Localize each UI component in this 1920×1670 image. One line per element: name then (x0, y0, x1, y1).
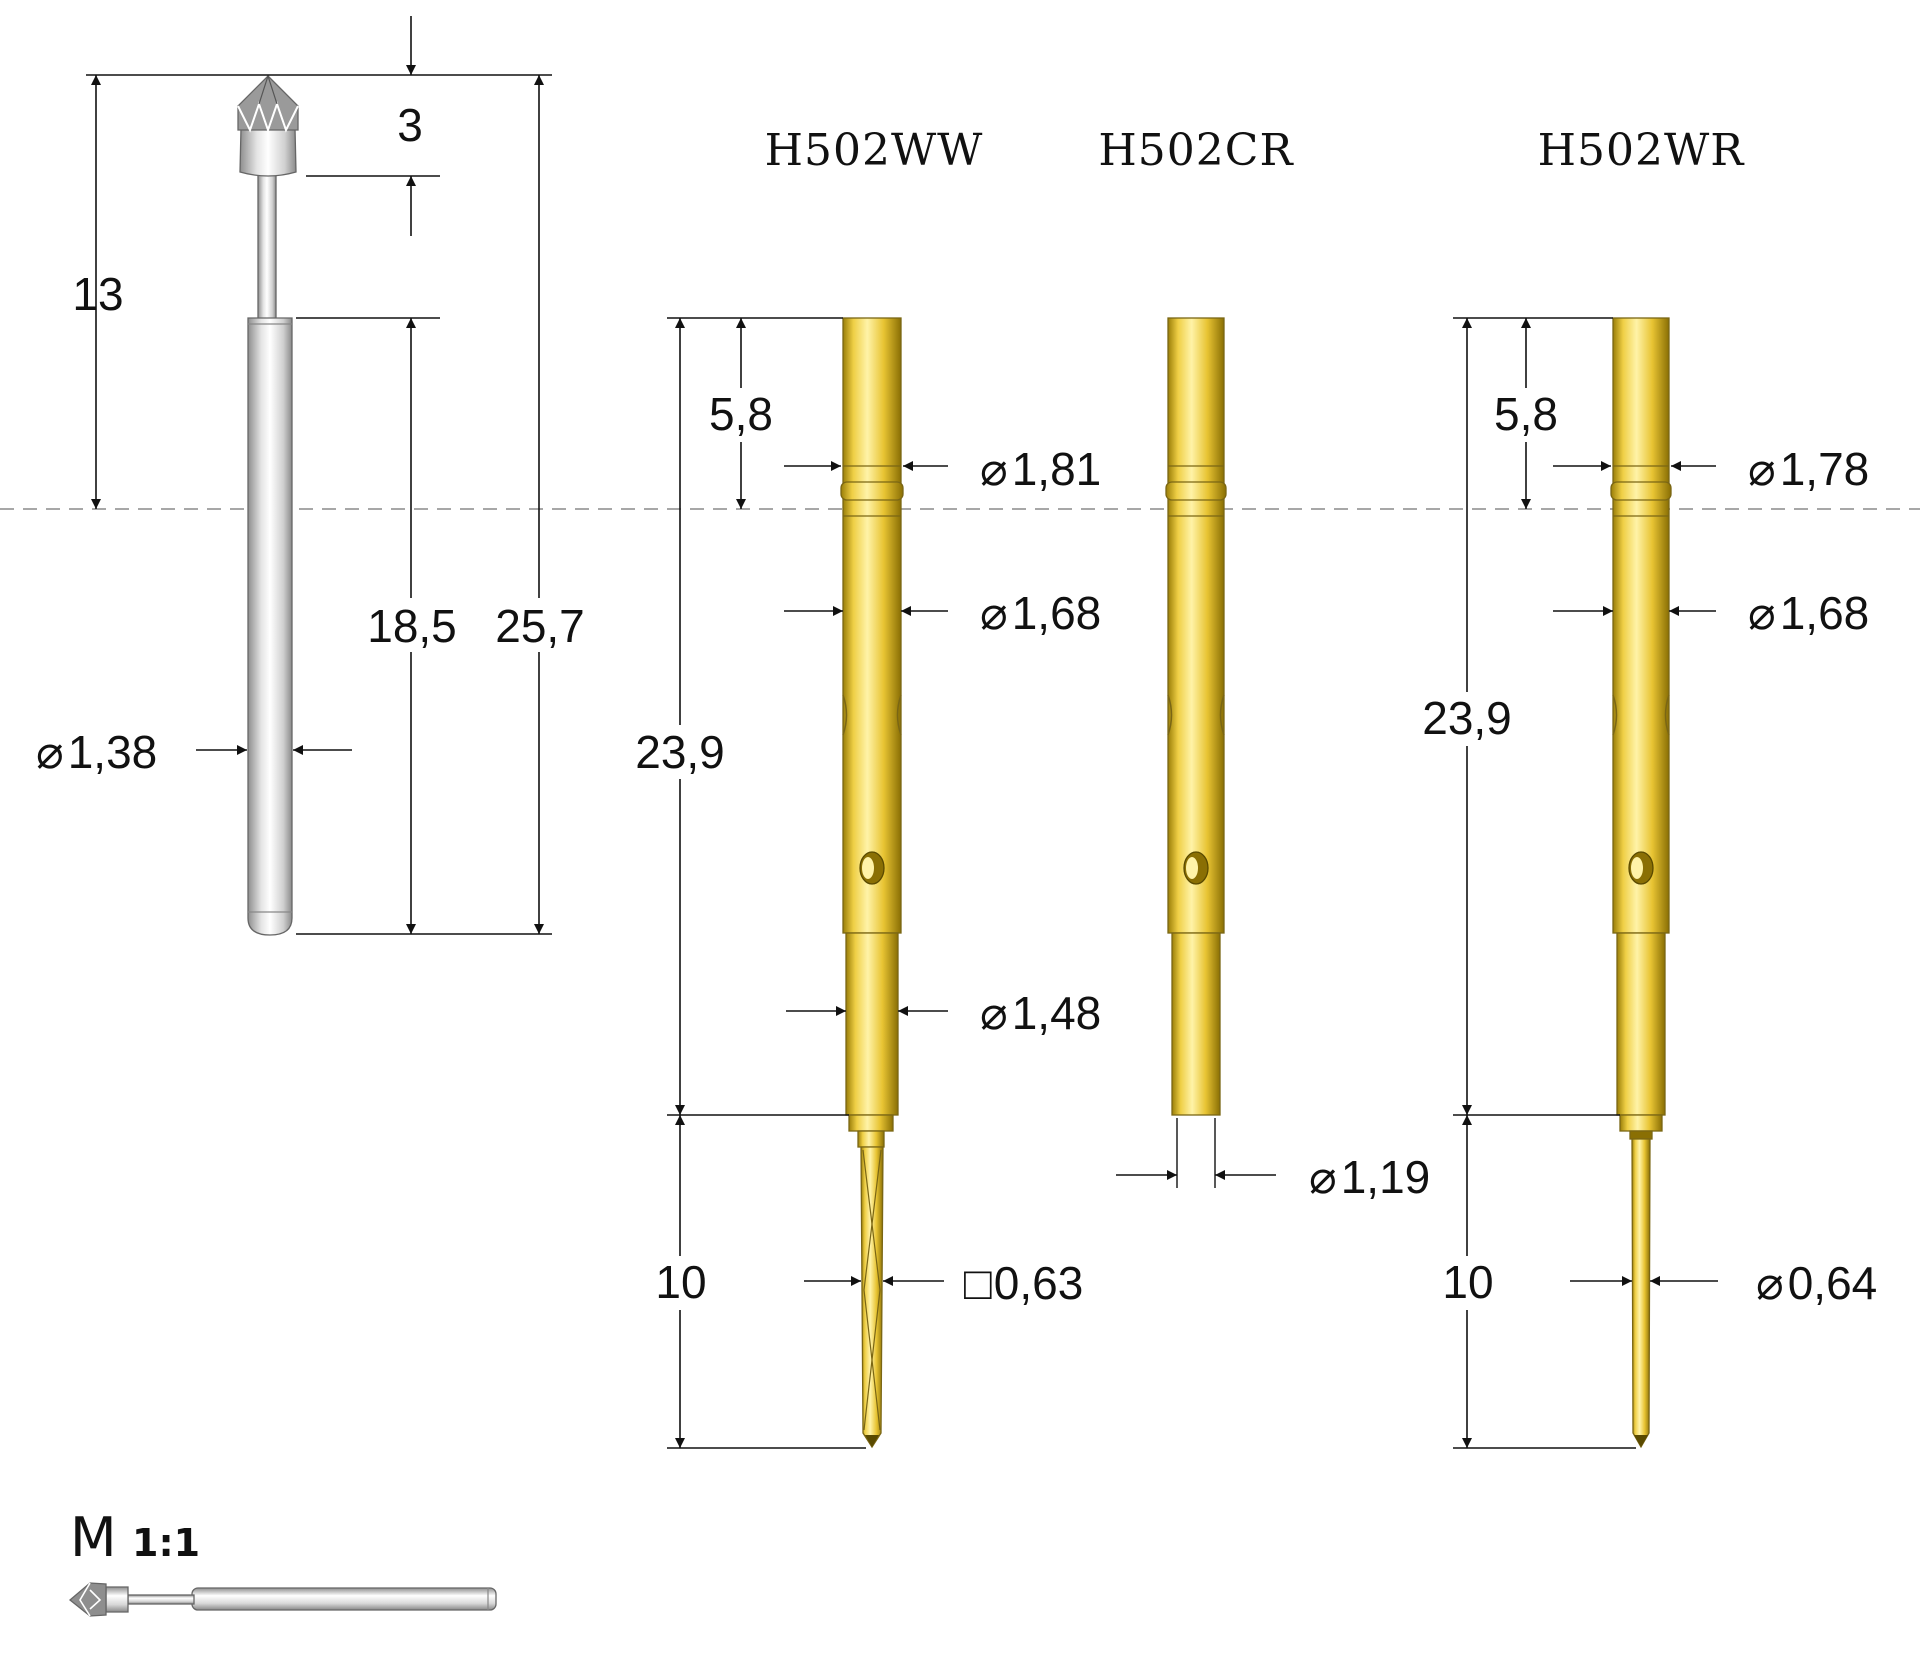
scale-mini-head (105, 1586, 129, 1613)
receptacle-name-h502wr: H502WR (1538, 125, 1746, 176)
probe-dim-diameter: ⌀1,38 (36, 726, 157, 778)
h502wr-tail-size: ⌀0,64 (1756, 1257, 1877, 1309)
scale-mini-plunger (127, 1594, 195, 1605)
dimensions-h502cr: ⌀1,19 (1116, 1118, 1430, 1203)
h502cr-dia-lower: ⌀1,19 (1309, 1151, 1430, 1203)
h502wr-dia-collar: ⌀1,78 (1748, 443, 1869, 495)
h502wr-dia-body: ⌀1,68 (1748, 587, 1869, 639)
probe-head (239, 127, 297, 177)
probe-dim-total: 25,7 (495, 600, 585, 652)
h502ww-tail-size: □0,63 (964, 1257, 1083, 1309)
scale-mini-barrel (191, 1587, 497, 1611)
diameter-icon: ⌀ (1748, 587, 1776, 639)
receptacle-name-h502ww: H502WW (765, 125, 984, 176)
diameter-icon: ⌀ (1309, 1151, 1337, 1203)
h502ww-dia-lower: ⌀1,48 (980, 987, 1101, 1039)
receptacle-h502cr: H502CR (1098, 125, 1294, 1116)
scale-letter: M (70, 1506, 117, 1569)
scale-ratio: 1:1 (132, 1521, 200, 1565)
probe-plunger (257, 171, 277, 321)
h502wr-dim-length: 23,9 (1422, 692, 1512, 744)
h502ww-dim-top: 5,8 (709, 388, 773, 440)
probe-dimensions: 3 13 18,5 25,7 ⌀1,38 (36, 16, 585, 935)
diameter-icon: ⌀ (980, 587, 1008, 639)
diameter-icon: ⌀ (36, 726, 64, 778)
diameter-icon: ⌀ (1756, 1257, 1784, 1309)
scale-mini-crown (68, 1582, 107, 1617)
probe-barrel (247, 317, 293, 936)
h502wr-dim-top: 5,8 (1494, 388, 1558, 440)
scale-indicator: M 1:1 (68, 1506, 497, 1617)
receptacle-h502wr: H502WR (1538, 125, 1746, 1449)
diameter-icon: ⌀ (1748, 443, 1776, 495)
probe-dim-top: 3 (397, 99, 423, 151)
h502wr-dim-tail: 10 (1442, 1256, 1493, 1308)
dimensions-h502wr: 5,8 23,9 10 ⌀1,78 ⌀1,68 ⌀0,64 (1421, 317, 1877, 1449)
probe-dim-barrel: 18,5 (367, 600, 457, 652)
h502ww-dia-collar: ⌀1,81 (980, 443, 1101, 495)
probe-drawing (237, 75, 299, 936)
diameter-icon: ⌀ (980, 987, 1008, 1039)
square-icon: □ (964, 1257, 992, 1309)
h502ww-dia-body: ⌀1,68 (980, 587, 1101, 639)
diameter-icon: ⌀ (980, 443, 1008, 495)
probe-dim-upper: 13 (72, 268, 123, 320)
receptacle-h502ww: H502WW (765, 125, 984, 1449)
h502ww-dim-tail: 10 (655, 1256, 706, 1308)
h502ww-dim-length: 23,9 (635, 726, 725, 778)
dimensions-h502ww: 5,8 23,9 10 ⌀1,81 ⌀1,68 ⌀1,48 □0,63 (634, 317, 1101, 1449)
receptacle-name-h502cr: H502CR (1098, 125, 1294, 176)
